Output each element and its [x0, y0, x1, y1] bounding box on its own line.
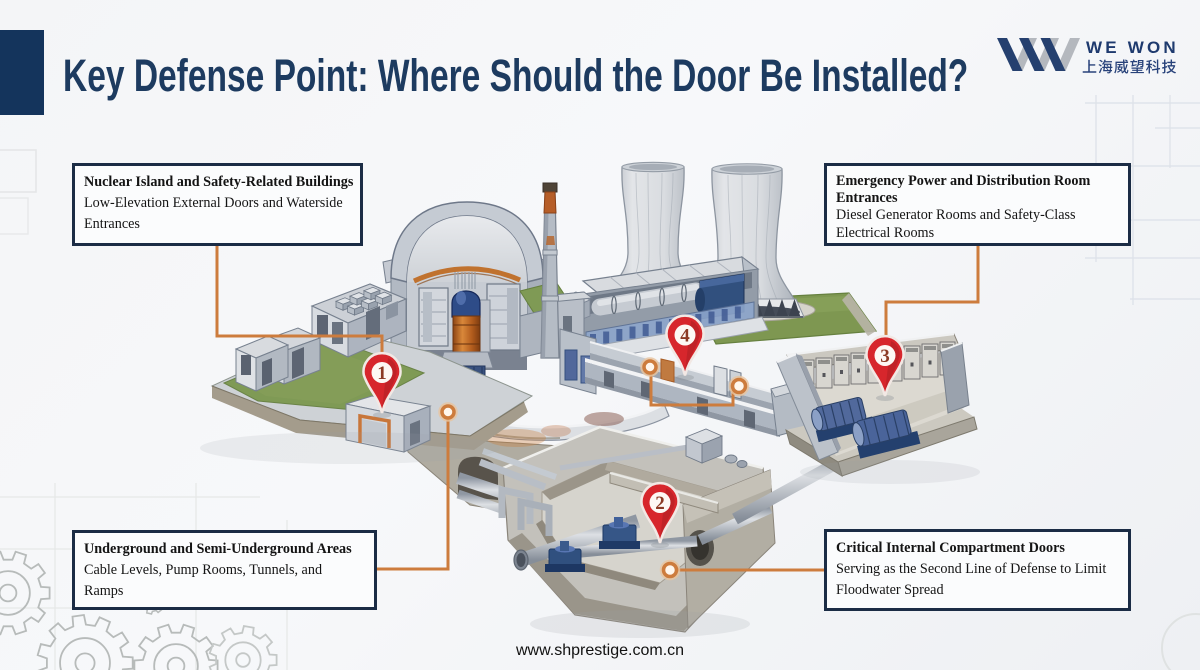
svg-text:2: 2 — [655, 493, 665, 514]
svg-text:1: 1 — [377, 363, 387, 384]
svg-text:4: 4 — [680, 326, 690, 347]
svg-text:3: 3 — [880, 346, 890, 367]
